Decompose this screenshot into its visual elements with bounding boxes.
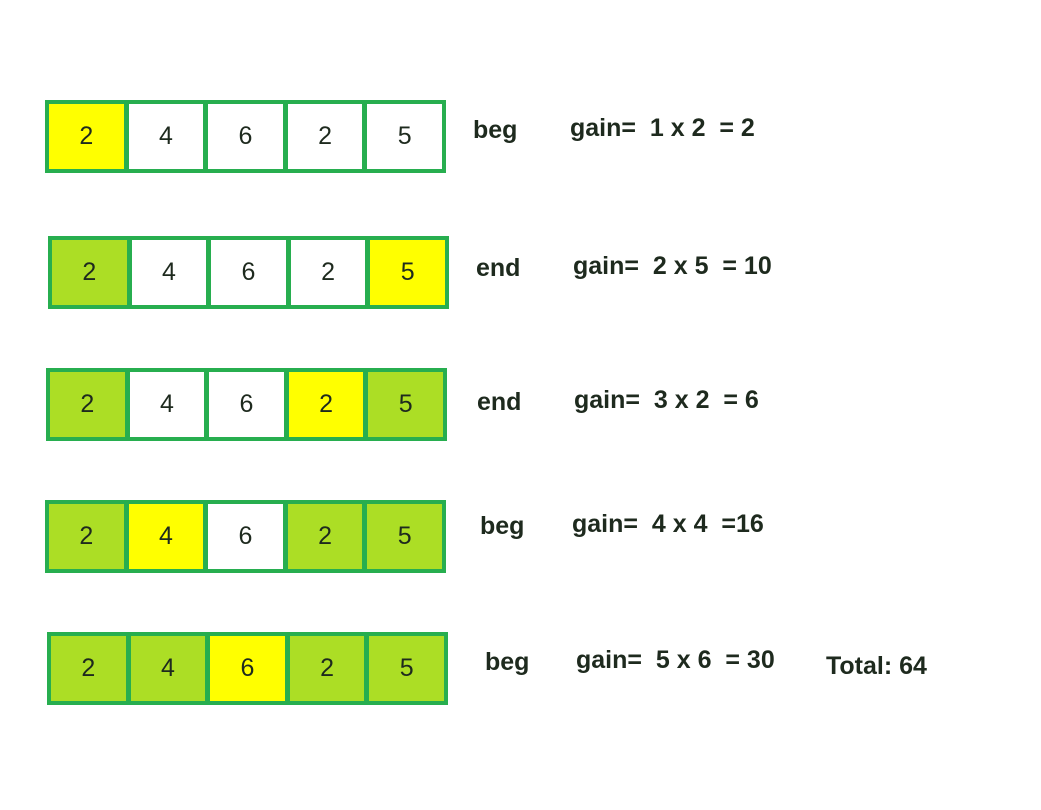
pick-side-label: beg — [473, 116, 518, 144]
gain-label: gain= 4 x 4 =16 — [572, 510, 764, 538]
array-cell: 5 — [367, 504, 442, 569]
pick-side-label: end — [477, 388, 522, 416]
array-cell: 2 — [290, 240, 366, 305]
array-cell: 2 — [289, 636, 365, 701]
pick-side-label: beg — [480, 512, 525, 540]
array-cell: 2 — [49, 104, 124, 169]
gain-label: gain= 1 x 2 = 2 — [570, 114, 755, 142]
gain-label: gain= 5 x 6 = 30 — [576, 646, 775, 674]
array-cell: 2 — [287, 104, 363, 169]
array-cell: 5 — [368, 372, 443, 437]
pick-side-label: end — [476, 254, 521, 282]
gain-label: gain= 2 x 5 = 10 — [573, 252, 772, 280]
array-cell: 5 — [367, 104, 442, 169]
array-cell: 2 — [287, 504, 363, 569]
array-cell: 4 — [128, 504, 204, 569]
array-cell: 2 — [50, 372, 125, 437]
array-cell: 6 — [210, 636, 285, 701]
array-cell: 4 — [128, 104, 204, 169]
array-cell: 2 — [52, 240, 127, 305]
array-cell: 4 — [130, 636, 206, 701]
array-cell: 2 — [288, 372, 364, 437]
gain-label: gain= 3 x 2 = 6 — [574, 386, 759, 414]
array-cell: 2 — [51, 636, 126, 701]
array-cell: 5 — [369, 636, 444, 701]
array-cell: 4 — [131, 240, 207, 305]
array-cell: 6 — [211, 240, 286, 305]
pick-side-label: beg — [485, 648, 530, 676]
total-label: Total: 64 — [826, 652, 927, 680]
array-cell: 6 — [208, 504, 283, 569]
array-cell: 4 — [129, 372, 205, 437]
array-cell: 5 — [370, 240, 445, 305]
array-cell: 6 — [208, 104, 283, 169]
array-cell: 2 — [49, 504, 124, 569]
array-cell: 6 — [209, 372, 284, 437]
